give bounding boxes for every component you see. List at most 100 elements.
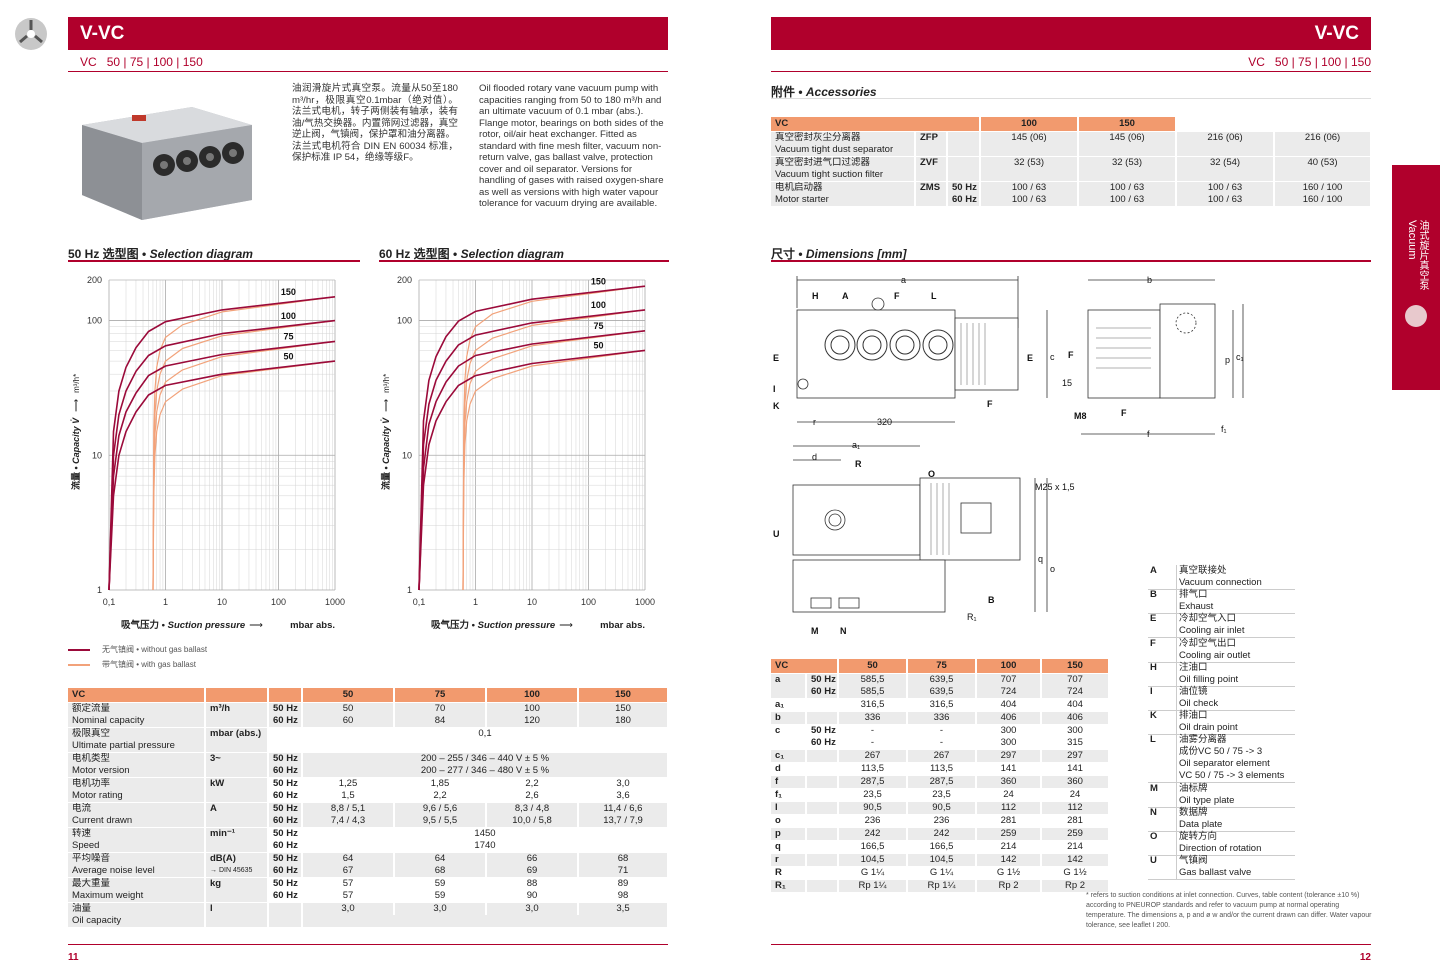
- value-cell: 267: [838, 748, 909, 762]
- value-cell: 1740: [302, 839, 669, 852]
- top-view-drawing: [792, 445, 1048, 613]
- frequency: [947, 168, 982, 181]
- empty-cell: [302, 739, 669, 752]
- dimension-key: d: [771, 761, 807, 775]
- x-axis-unit: mbar abs.: [600, 620, 645, 631]
- value-cell: 300: [976, 723, 1043, 737]
- value-cell: 150: [578, 701, 669, 715]
- dimension-key: [771, 736, 807, 749]
- unit: kg: [205, 876, 269, 890]
- chart-title-60hz: 60 Hz 选型图 • Selection diagram: [379, 247, 564, 261]
- row-label-en: Nominal capacity: [68, 714, 206, 727]
- frequency: [806, 800, 840, 814]
- svg-text:q: q: [1038, 554, 1043, 564]
- dimension-key: b: [771, 710, 807, 724]
- value-cell: 281: [1041, 813, 1111, 827]
- value-cell: 50: [302, 701, 395, 715]
- value-cell: 142: [976, 852, 1043, 866]
- value-cell: 0,1: [302, 726, 669, 740]
- legend-line: Cooling air outlet: [1179, 649, 1251, 661]
- value-cell: 57: [302, 876, 395, 890]
- frequency: 60 Hz: [268, 839, 303, 852]
- svg-text:H: H: [812, 291, 819, 301]
- accessories-title: 附件 • Accessories: [771, 85, 877, 99]
- value-cell: 112: [976, 800, 1043, 814]
- model-subtitle-right: VC 50 | 75 | 100 | 150: [1248, 55, 1371, 69]
- header-title: V-VC: [80, 23, 125, 44]
- column-header: 150: [1078, 117, 1178, 131]
- frequency: 60 Hz: [268, 889, 303, 902]
- value-cell: 214: [1041, 839, 1111, 853]
- dimension-key: [771, 685, 807, 698]
- row-label-en: Motor version: [68, 764, 206, 777]
- value-cell: 166,5: [907, 839, 978, 853]
- page-header-right: V-VC: [771, 17, 1371, 50]
- svg-text:R: R: [855, 459, 862, 469]
- value-cell: 40 (53): [1274, 155, 1373, 169]
- legend-line: 成份VC 50 / 75 -> 3: [1179, 746, 1263, 758]
- value-cell: 68: [578, 851, 669, 865]
- column-header: VC: [68, 688, 206, 702]
- x-tick-label: 100: [581, 597, 596, 607]
- frequency: [947, 155, 982, 169]
- legend-line: 油雾分离器: [1179, 734, 1227, 746]
- value-cell: G 1½: [1041, 865, 1111, 879]
- svg-text:320: 320: [877, 417, 892, 427]
- curve-without-gas-ballast-75: [108, 340, 336, 591]
- value-cell: -: [907, 723, 978, 737]
- legend-line: 数据牌: [1179, 806, 1208, 818]
- value-cell: 3,0: [486, 901, 579, 915]
- value-cell: 406: [976, 710, 1043, 724]
- y-axis-label: 流量 • Capacity V̇⟶m³/h*: [380, 374, 391, 490]
- svg-text:F: F: [987, 399, 993, 409]
- y-tick-label: 200: [87, 275, 102, 285]
- legend-line: 油位镜: [1179, 686, 1208, 697]
- value-cell: 100: [486, 701, 579, 715]
- frequency: [806, 813, 840, 827]
- subtitle-prefix: VC: [1248, 55, 1265, 69]
- value-cell: 160 / 100: [1274, 180, 1373, 194]
- value-cell: 1,25: [302, 776, 395, 790]
- value-cell: 336: [907, 710, 978, 724]
- x-tick-label: 0,1: [413, 597, 426, 607]
- frequency: [806, 697, 840, 711]
- svg-text:K: K: [773, 401, 780, 411]
- x-tick-label: 0,1: [103, 597, 116, 607]
- value-cell: 84: [394, 714, 487, 727]
- dimension-key: c₁: [771, 748, 807, 762]
- value-cell: Rp 2: [1041, 878, 1111, 892]
- column-header: 150: [1041, 659, 1111, 673]
- unit-note: [205, 889, 269, 902]
- value-cell: G 1¼: [907, 865, 978, 879]
- unit-note: [205, 764, 269, 777]
- frequency: 60 Hz: [268, 814, 303, 827]
- value-cell: 1,85: [394, 776, 487, 790]
- svg-text:I: I: [773, 384, 776, 394]
- y-tick-label: 10: [92, 450, 102, 460]
- svg-text:15: 15: [1062, 378, 1072, 388]
- frequency: [806, 826, 840, 840]
- subtitle-rule-left: [68, 71, 668, 72]
- legend-key: A: [1150, 565, 1157, 576]
- row-label-cn: 转速: [68, 826, 206, 840]
- unit-note: [205, 814, 269, 827]
- subtitle-prefix: VC: [80, 55, 97, 69]
- frequency: 50 Hz: [947, 180, 982, 194]
- series-label: 100: [591, 300, 606, 310]
- x-tick-label: 100: [271, 597, 286, 607]
- row-label-cn: 真空密封进气口过滤器: [771, 155, 916, 169]
- value-cell: 267: [907, 748, 978, 762]
- value-cell: 7,4 / 4,3: [302, 814, 395, 827]
- value-cell: 64: [394, 851, 487, 865]
